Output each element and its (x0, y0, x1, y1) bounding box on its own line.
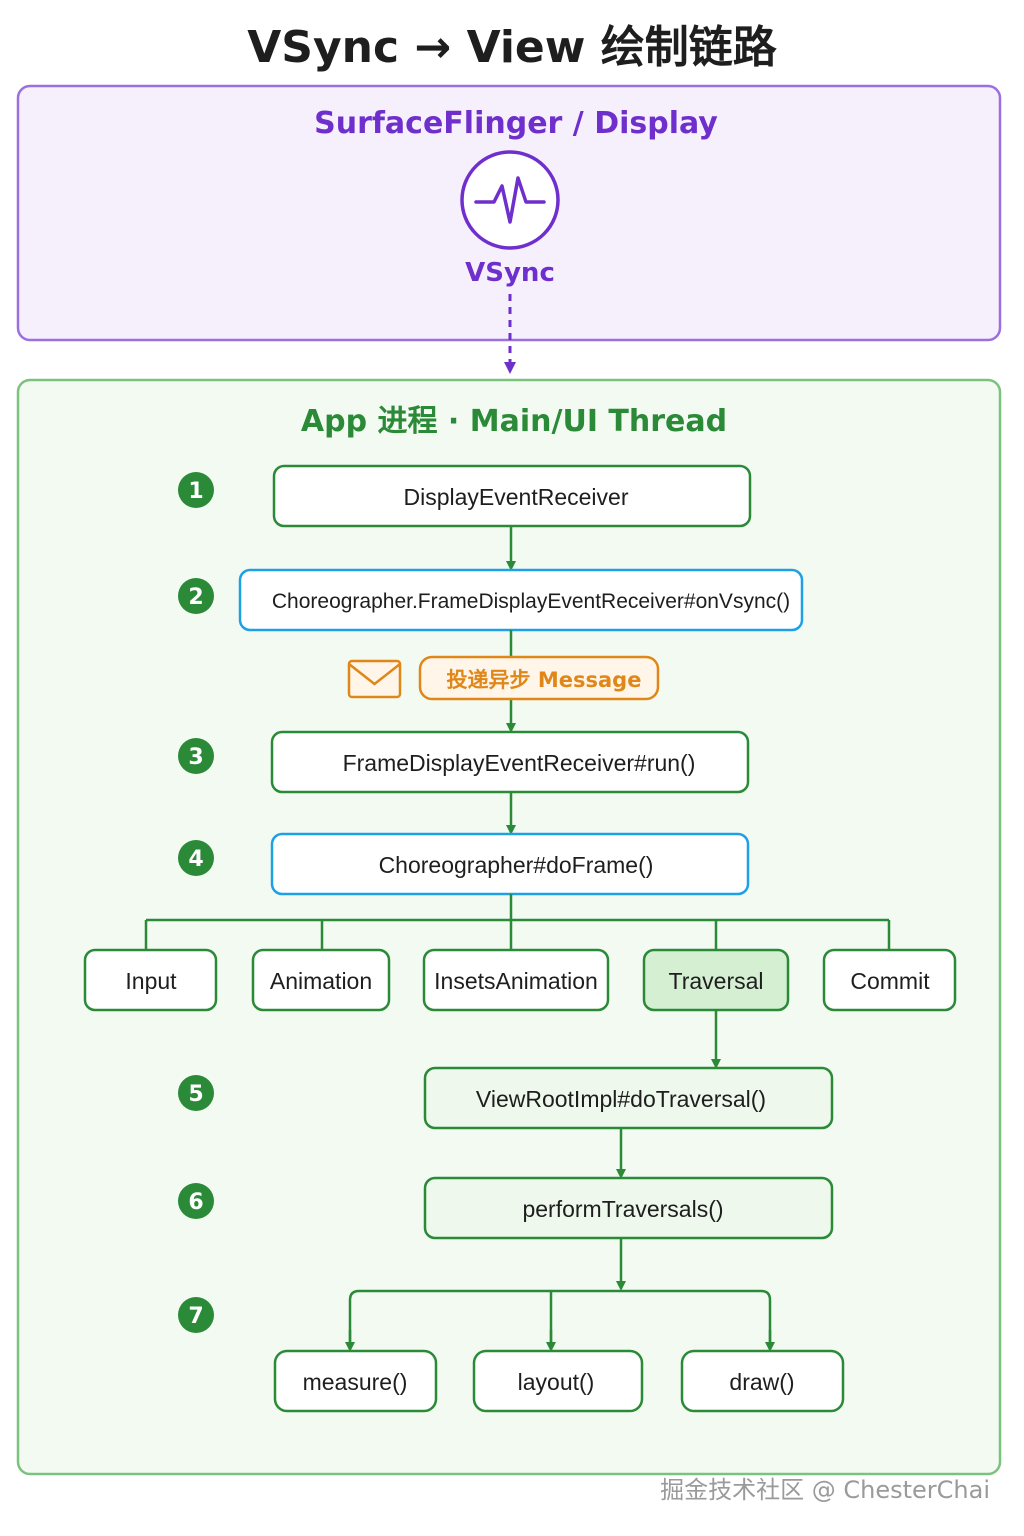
node-display-event-receiver-label: DisplayEventReceiver (404, 484, 629, 510)
phase-measure-label: measure() (303, 1369, 408, 1395)
step-badge-3: 3 (178, 738, 214, 774)
callback-input (83, 948, 218, 1012)
step-badge-6: 6 (178, 1183, 214, 1219)
phase-draw (680, 1349, 845, 1413)
phase-draw-label: draw() (729, 1369, 794, 1395)
callback-insets-animation (422, 948, 610, 1012)
app-panel-title: App 进程 · Main/UI Thread (301, 404, 727, 439)
callback-animation-label: Animation (270, 968, 372, 994)
phase-layout (472, 1349, 644, 1413)
footer-watermark: 掘金技术社区 @ ChesterChai (660, 1476, 990, 1504)
message-tag-label: 投递异步 Message (447, 668, 642, 692)
node-on-vsync-label: Choreographer.FrameDisplayEventReceiver#… (272, 590, 790, 613)
phase-layout-label: layout() (518, 1369, 595, 1395)
svg-text:2: 2 (188, 585, 203, 610)
node-do-traversal-label: ViewRootImpl#doTraversal() (476, 1086, 766, 1112)
node-do-frame-label: Choreographer#doFrame() (379, 852, 654, 878)
vsync-label: VSync (465, 258, 555, 288)
step-badge-4: 4 (178, 840, 214, 876)
diagram-title: VSync → View 绘制链路 (247, 22, 778, 73)
step-badge-5: 5 (178, 1075, 214, 1111)
node-do-traversal (423, 1066, 834, 1130)
node-perform-traversals-label: performTraversals() (522, 1196, 723, 1222)
svg-text:5: 5 (188, 1082, 203, 1107)
callback-insets-animation-label: InsetsAnimation (434, 968, 598, 994)
node-receiver-run-label: FrameDisplayEventReceiver#run() (343, 750, 696, 776)
svg-text:6: 6 (188, 1190, 203, 1215)
step-badge-2: 2 (178, 578, 214, 614)
callback-commit-label: Commit (850, 968, 930, 994)
step-badge-1: 1 (178, 472, 214, 508)
pulse-icon (460, 150, 560, 250)
phase-measure (273, 1349, 438, 1413)
svg-text:7: 7 (188, 1304, 203, 1329)
step-badge-7: 7 (178, 1297, 214, 1333)
app-panel (16, 378, 1002, 1476)
callback-commit (822, 948, 957, 1012)
callback-animation (251, 948, 391, 1012)
envelope-icon (347, 659, 402, 699)
callback-input-label: Input (125, 968, 177, 994)
svg-text:1: 1 (188, 479, 203, 504)
node-perform-traversals (423, 1176, 834, 1240)
node-on-vsync (238, 568, 804, 632)
display-panel-title: SurfaceFlinger / Display (314, 106, 718, 141)
message-tag (418, 655, 660, 701)
callback-branches (144, 894, 891, 950)
svg-text:3: 3 (188, 745, 203, 770)
callback-traversal-label: Traversal (669, 968, 764, 994)
svg-text:4: 4 (188, 847, 203, 872)
